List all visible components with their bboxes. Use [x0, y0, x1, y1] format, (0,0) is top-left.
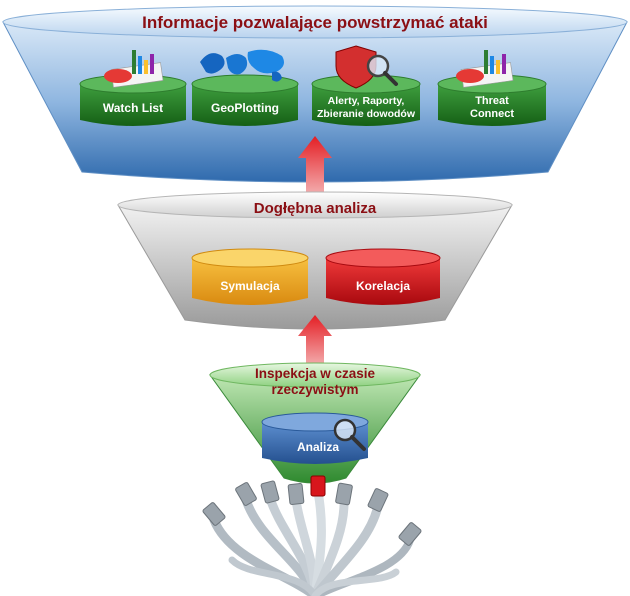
up-arrow-icon — [298, 315, 332, 378]
cylinder-label: GeoPlotting — [211, 101, 279, 115]
up-arrow-icon — [298, 136, 332, 208]
cylinder-label-line2: Connect — [470, 108, 514, 120]
cylinder-geoplotting: GeoPlotting — [191, 49, 299, 126]
cylinder-threat-connect: Threat Connect — [437, 50, 547, 126]
middle-funnel: Dogłębna analiza — [117, 191, 513, 330]
cylinder-analysis: Analiza — [261, 412, 369, 464]
cylinder-label-line2: Zbieranie dowodów — [317, 108, 416, 120]
cylinder-label-line1: Alerty, Raporty, — [328, 95, 405, 107]
chart-report-icon — [456, 50, 514, 88]
cylinder-watch-list: Watch List — [79, 50, 187, 126]
cylinder-simulation: Symulacja — [191, 248, 309, 305]
cylinder-alerts-reports: Alerty, Raporty, Zbieranie dowodów — [311, 45, 421, 126]
shield-magnifier-icon — [335, 45, 398, 89]
cylinder-correlation: Korelacja — [325, 248, 441, 305]
cylinder-label: Symulacja — [220, 279, 280, 293]
top-funnel-title: Informacje pozwalające powstrzymać ataki — [142, 13, 488, 32]
bottom-funnel-title-line2: rzeczywistym — [271, 382, 358, 397]
chart-report-icon — [104, 50, 164, 88]
cylinder-label: Watch List — [103, 101, 163, 115]
cylinder-label-line1: Threat — [475, 95, 509, 107]
bottom-funnel-title-line1: Inspekcja w czasie — [255, 366, 376, 381]
cylinder-label: Analiza — [297, 440, 339, 454]
magnifier-icon — [333, 418, 366, 451]
cylinder-label: Korelacja — [356, 279, 410, 293]
middle-funnel-title: Dogłębna analiza — [254, 200, 377, 217]
network-cables-icon — [202, 475, 422, 596]
world-map-icon — [200, 49, 284, 82]
